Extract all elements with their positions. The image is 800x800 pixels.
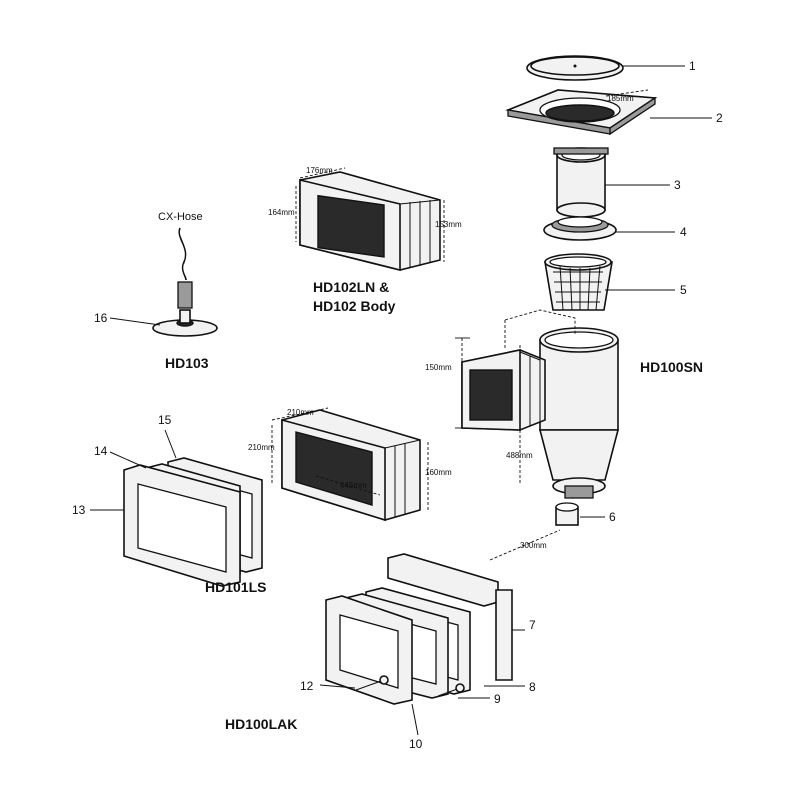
dim-ls-depth: 445mm bbox=[340, 481, 367, 490]
dim-hd102-height-right: 153mm bbox=[435, 220, 462, 229]
callout-4: 4 bbox=[680, 225, 687, 239]
dim-ls-height-left: 210mm bbox=[248, 443, 275, 452]
callout-13: 13 bbox=[72, 503, 86, 517]
hd101ls-body bbox=[271, 407, 429, 522]
hd102-body bbox=[295, 167, 445, 272]
part-2-collar-frame bbox=[505, 89, 658, 136]
hd100lak-kit bbox=[325, 553, 513, 705]
model-titles: HD102LN & HD102 Body HD103 HD100SN HD101… bbox=[158, 211, 703, 732]
callout-15: 15 bbox=[158, 413, 172, 427]
callout-10: 10 bbox=[409, 737, 423, 751]
skimmer-body bbox=[461, 309, 620, 499]
callout-8: 8 bbox=[529, 680, 536, 694]
dimension-labels: 185mm 176mm 164mm 153mm 150mm 488mm 300m… bbox=[248, 94, 634, 550]
part-1-lid bbox=[526, 55, 624, 81]
callout-leaders bbox=[90, 65, 712, 736]
screw-right bbox=[437, 683, 465, 697]
dim-hd102-height-left: 164mm bbox=[268, 208, 295, 217]
dim-ls-width: 210mm bbox=[287, 408, 314, 417]
title-hd100lak: HD100LAK bbox=[225, 716, 297, 732]
hd101ls-gaskets bbox=[123, 457, 263, 587]
title-hd100sn: HD100SN bbox=[640, 359, 703, 375]
callout-3: 3 bbox=[674, 178, 681, 192]
screw-left bbox=[355, 675, 389, 691]
dim-hd102-width: 176mm bbox=[306, 166, 333, 175]
part-4-weir-flange bbox=[543, 216, 617, 241]
callout-6: 6 bbox=[609, 510, 616, 524]
callout-7: 7 bbox=[529, 618, 536, 632]
title-hd102ln: HD102LN & bbox=[313, 279, 389, 295]
dim-sn-mouth-height: 150mm bbox=[425, 363, 452, 372]
title-hd102-body: HD102 Body bbox=[313, 298, 396, 314]
dim-lid-width: 185mm bbox=[607, 94, 634, 103]
callout-5: 5 bbox=[680, 283, 687, 297]
part-5-basket bbox=[544, 253, 613, 311]
callout-14: 14 bbox=[94, 444, 108, 458]
callout-numbers: 1 2 3 4 5 6 7 8 9 10 12 13 14 15 16 bbox=[72, 59, 723, 751]
title-hd101ls: HD101LS bbox=[205, 579, 266, 595]
dim-sn-height: 488mm bbox=[506, 451, 533, 460]
callout-1: 1 bbox=[689, 59, 696, 73]
callout-2: 2 bbox=[716, 111, 723, 125]
hd103-vacuum-plate bbox=[152, 227, 218, 337]
callout-16: 16 bbox=[94, 311, 108, 325]
hd100sn-dimensions bbox=[455, 89, 649, 561]
part-3-extension-tube bbox=[553, 147, 609, 218]
part-6-threaded-outlet bbox=[555, 502, 579, 526]
dim-ls-height-right: 160mm bbox=[425, 468, 452, 477]
label-cx-hose: CX-Hose bbox=[158, 211, 203, 223]
callout-12: 12 bbox=[300, 679, 314, 693]
callout-9: 9 bbox=[494, 692, 501, 706]
title-hd103: HD103 bbox=[165, 355, 209, 371]
dim-sn-depth: 300mm bbox=[520, 541, 547, 550]
